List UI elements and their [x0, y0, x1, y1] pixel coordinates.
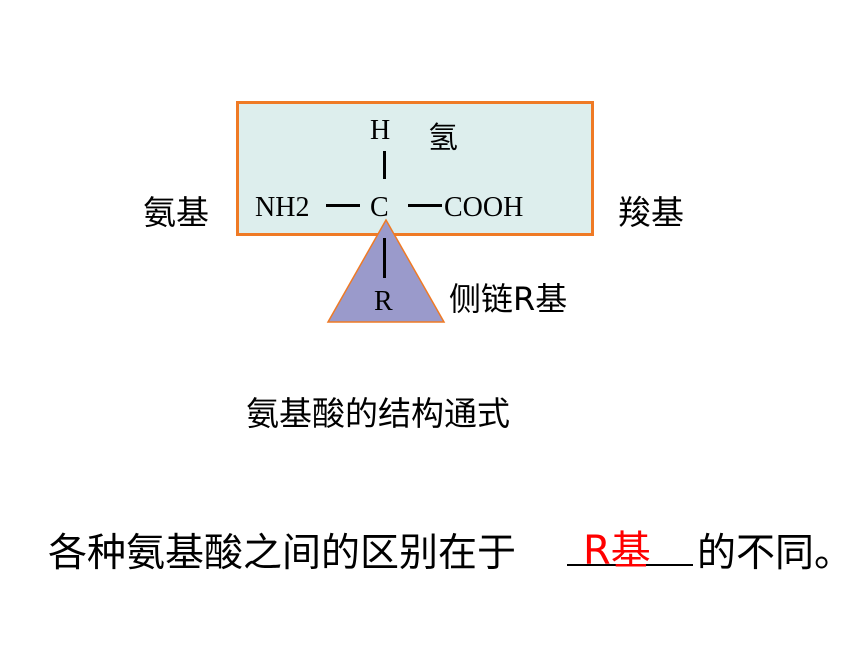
amino-formula: NH2: [255, 192, 310, 223]
carboxyl-formula: COOH: [444, 192, 524, 223]
amino-label: 氨基: [143, 193, 209, 232]
side-chain-label: 侧链R基: [449, 280, 568, 318]
answer-text: R基: [583, 528, 651, 574]
bottom-bond: [383, 238, 386, 278]
r-group: R: [374, 286, 393, 317]
hydrogen-atom: H: [370, 115, 391, 146]
sentence-prefix: 各种氨基酸之间的区别在于: [48, 531, 517, 576]
side-chain-triangle: [326, 218, 446, 323]
amino-group: NH2: [255, 192, 309, 224]
carboxyl-label: 羧基: [618, 193, 684, 232]
answer-blank: [567, 564, 693, 566]
caption: 氨基酸的结构通式: [246, 394, 510, 433]
left-bond: [326, 204, 360, 207]
hydrogen-label: 氢: [428, 121, 458, 156]
sentence-suffix: 的不同。: [697, 531, 854, 576]
right-bond: [408, 204, 442, 207]
alpha-carbon: C: [370, 192, 389, 223]
backbone-box: [236, 101, 594, 236]
top-bond: [383, 151, 386, 179]
